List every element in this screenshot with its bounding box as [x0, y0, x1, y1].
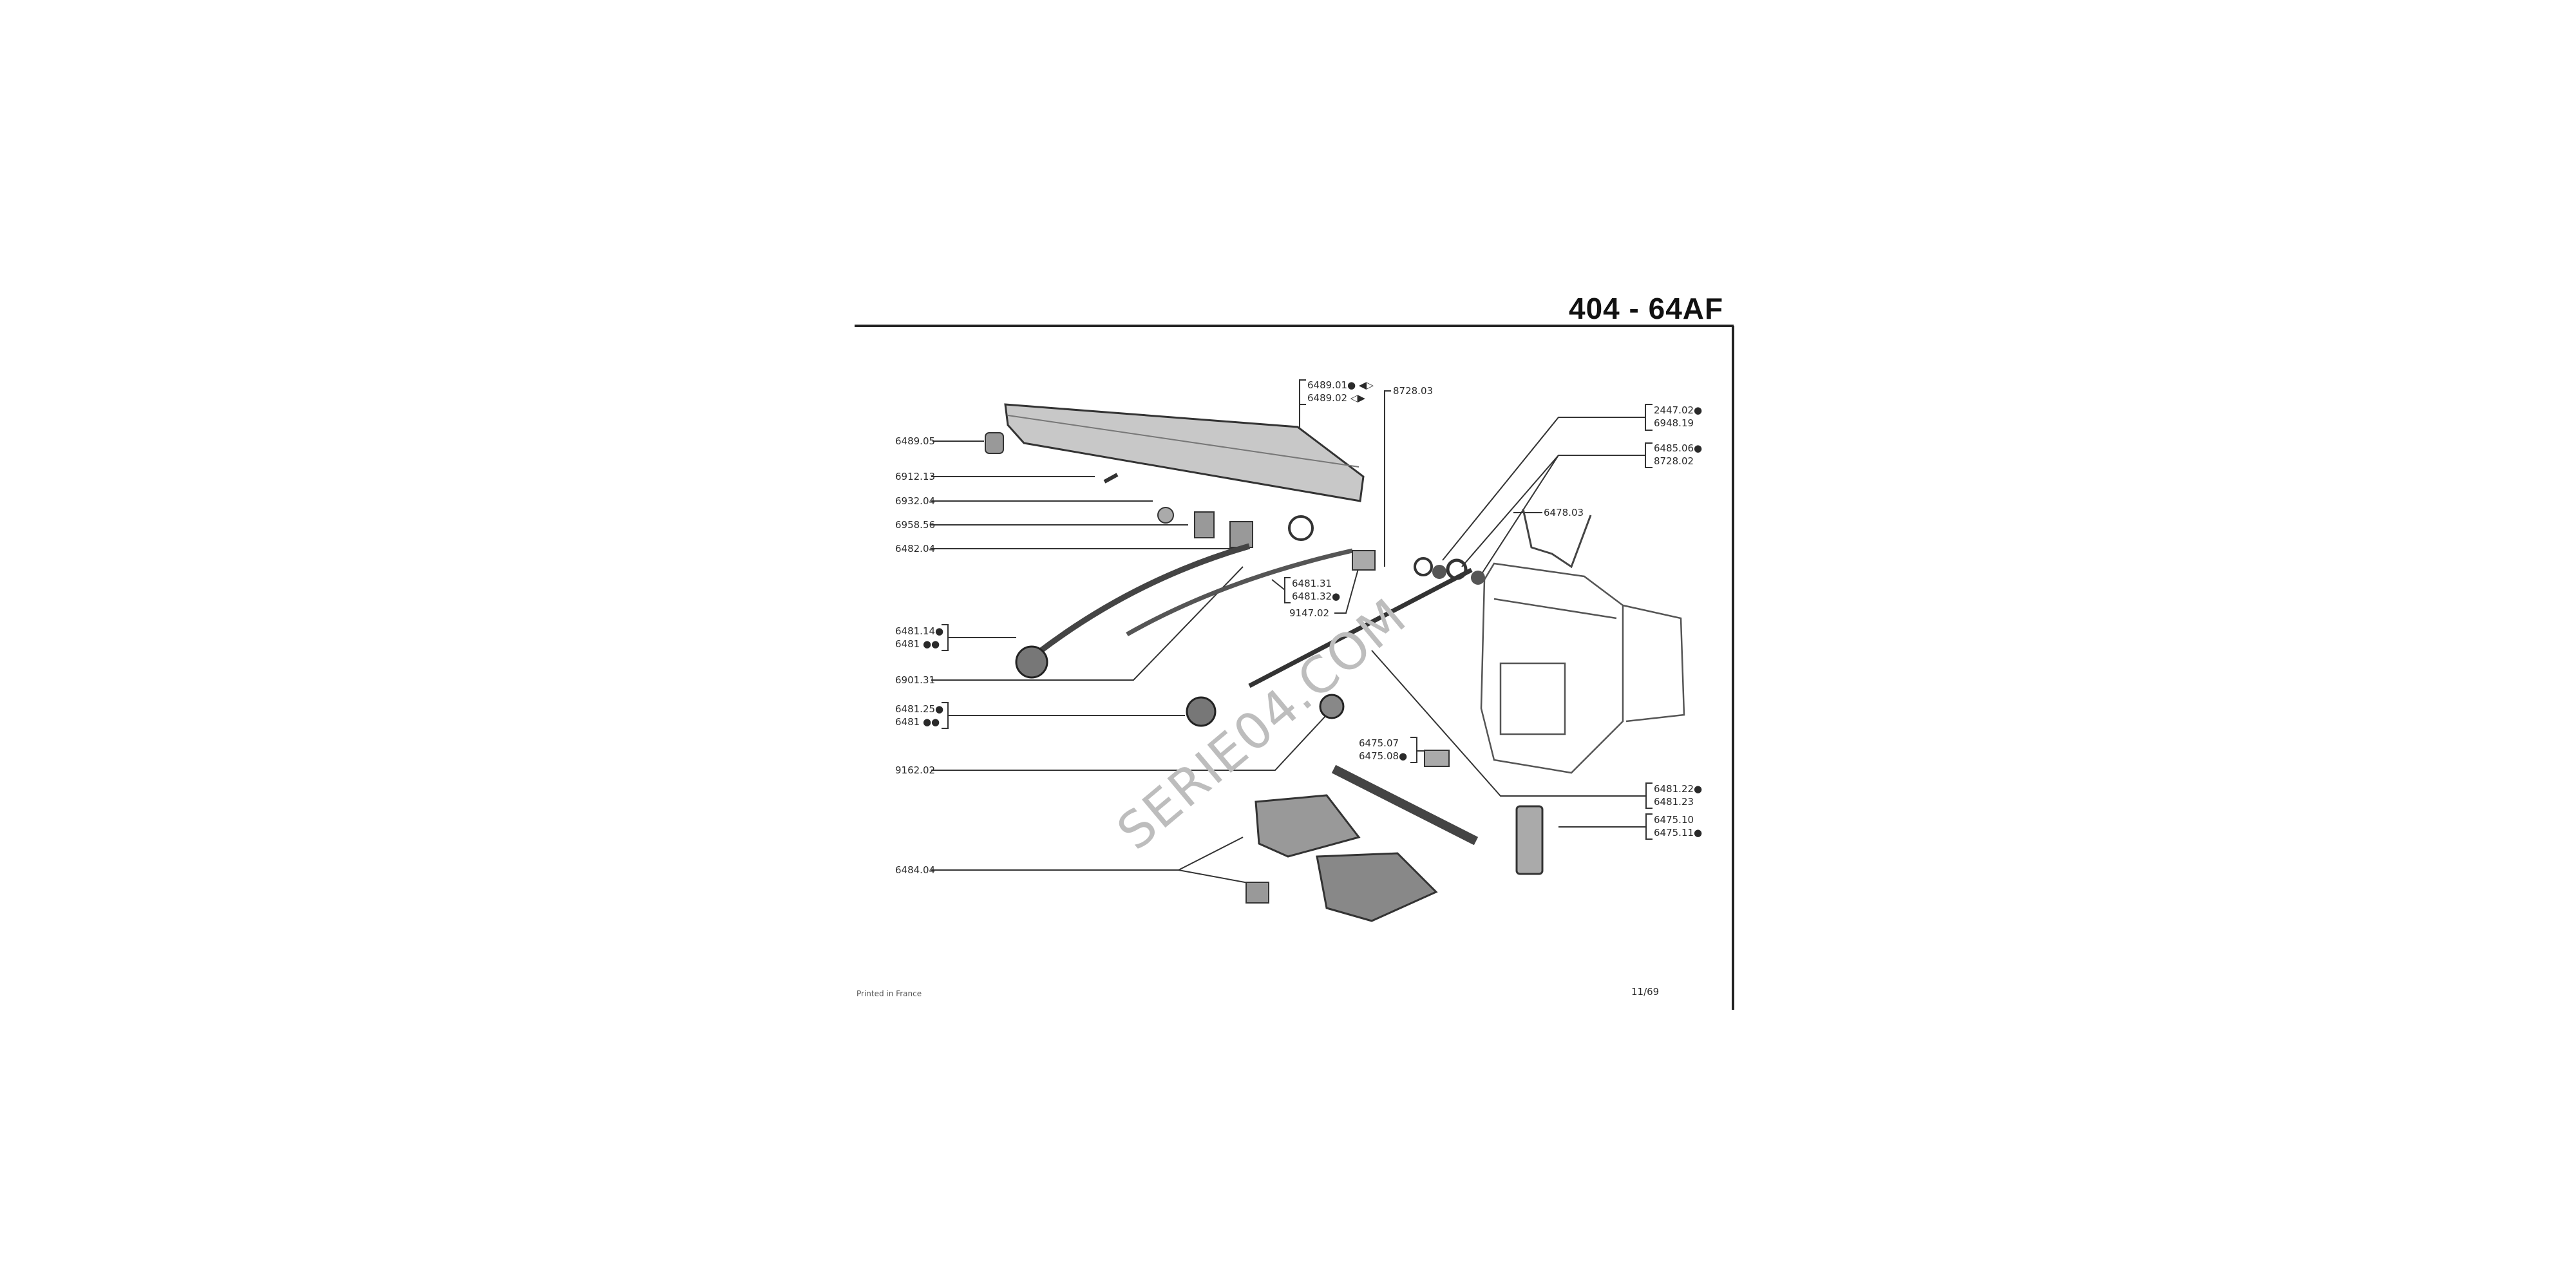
knob-part [1186, 696, 1217, 727]
page-title: 404 - 64AF [1569, 292, 1724, 325]
callout-label: 6475.10 [1654, 814, 1694, 826]
rocker-switch [1515, 805, 1544, 875]
ashtray-holder [1255, 794, 1361, 858]
ashtray-holder [1316, 852, 1438, 922]
grommet-part [1319, 694, 1345, 719]
callout-label: 6481.14● [895, 625, 944, 637]
ring-part [1288, 515, 1314, 541]
callout-label: 6475.11● [1654, 827, 1703, 838]
callout-label: 6481 ●● [895, 638, 940, 650]
callout-label: 6484.04 [895, 864, 936, 876]
nut-part [1432, 565, 1446, 579]
trim-panel-groove [1007, 415, 1359, 468]
washer-part [1446, 558, 1468, 580]
callout-label: 6948.19 [1654, 417, 1694, 429]
callout-label: 6958.56 [895, 519, 936, 531]
callout-label: 9162.02 [895, 764, 936, 776]
callout-label: 6475.08● [1359, 750, 1408, 762]
clip-part [1245, 882, 1269, 904]
clip-part [1194, 511, 1215, 538]
printed-in-france: Printed in France [857, 989, 922, 998]
callout-label: 9147.02 [1289, 607, 1330, 619]
callout-label: 8728.02 [1654, 455, 1694, 467]
callout-label: 6481.25● [895, 703, 944, 715]
washer-part [1414, 557, 1433, 576]
callout-label: 2447.02● [1654, 404, 1703, 416]
knob-part [1015, 645, 1048, 679]
page-number: 11/69 [1631, 986, 1660, 998]
callout-label: 6901.31 [895, 674, 936, 686]
callout-label: 6481 ●● [895, 716, 940, 728]
callout-label: 6485.06● [1654, 442, 1703, 454]
callout-label: 6489.05 [895, 435, 936, 447]
cap-part [985, 432, 1004, 454]
callout-label: 6489.01● ◀▷ [1307, 379, 1374, 391]
callout-label: 6478.03 [1544, 507, 1584, 518]
callout-label: 6481.23 [1654, 796, 1694, 808]
nut-part [1157, 507, 1174, 524]
control-rod [1248, 567, 1473, 688]
callout-label: 8728.03 [1393, 385, 1434, 397]
callout-label: 6482.04 [895, 543, 936, 554]
bracket-bar [1331, 764, 1479, 846]
callout-label: 6481.32● [1292, 591, 1341, 602]
control-cable [1035, 543, 1251, 656]
screw-part [1103, 473, 1119, 484]
toggle-switch [1424, 750, 1450, 767]
callout-label: 6481.31 [1292, 578, 1332, 589]
spring-wire [1522, 508, 1592, 569]
heater-box [1480, 562, 1685, 774]
dash-trim-panel [1004, 403, 1365, 502]
control-cable [1126, 548, 1353, 637]
callout-label: 6489.02 ◁▶ [1307, 392, 1365, 404]
cable-clamp [1352, 550, 1376, 571]
leader-lines [931, 379, 1653, 886]
callout-label: 6912.13 [895, 471, 936, 482]
callout-label: 6475.07 [1359, 737, 1399, 749]
nut-part [1471, 571, 1485, 585]
callout-label: 6932.04 [895, 495, 936, 507]
callout-label: 6481.22● [1654, 783, 1703, 795]
clip-part [1229, 521, 1253, 548]
